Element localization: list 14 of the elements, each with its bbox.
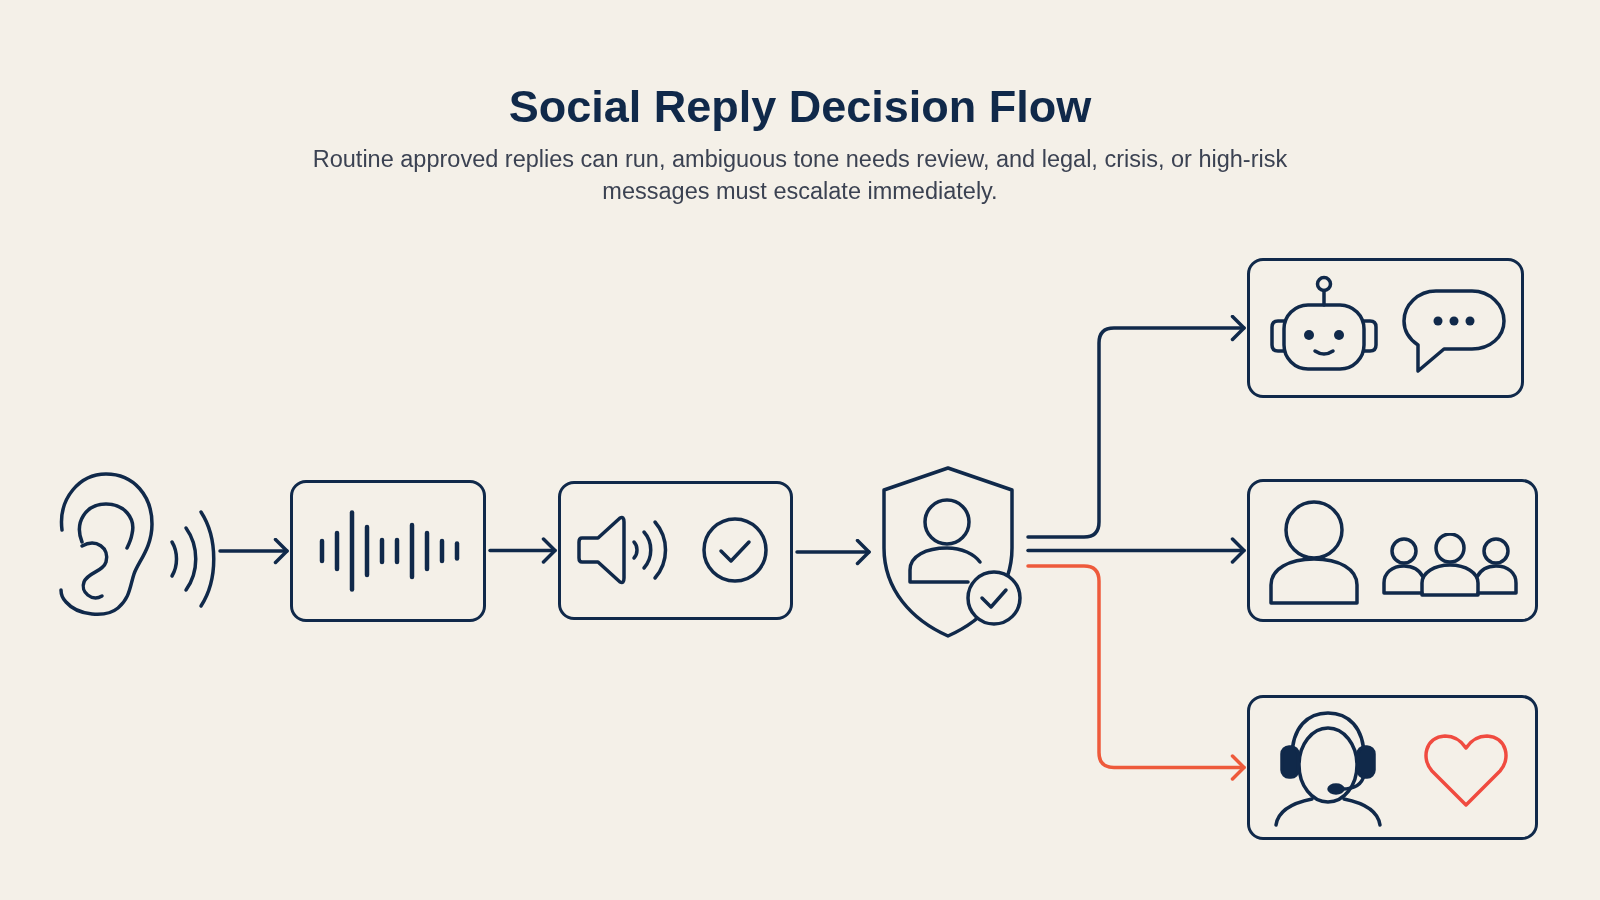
arrow [1026, 537, 1246, 564]
process-box [290, 480, 486, 622]
ear-with-sound-waves-icon [56, 470, 216, 618]
process-box [1247, 258, 1524, 398]
process-box [1247, 479, 1538, 622]
arrow [1026, 564, 1246, 781]
process-box [558, 481, 793, 620]
arrow [1026, 314, 1246, 539]
process-box [1247, 695, 1538, 840]
arrow [795, 538, 871, 566]
arrow [488, 537, 557, 564]
subtitle: Routine approved replies can run, ambiguous tone needs review, and legal, crisis, or high-risk messages must escalate immediately. [311, 145, 1289, 206]
arrow [218, 537, 289, 565]
title: Social Reply Decision Flow [508, 80, 1092, 134]
